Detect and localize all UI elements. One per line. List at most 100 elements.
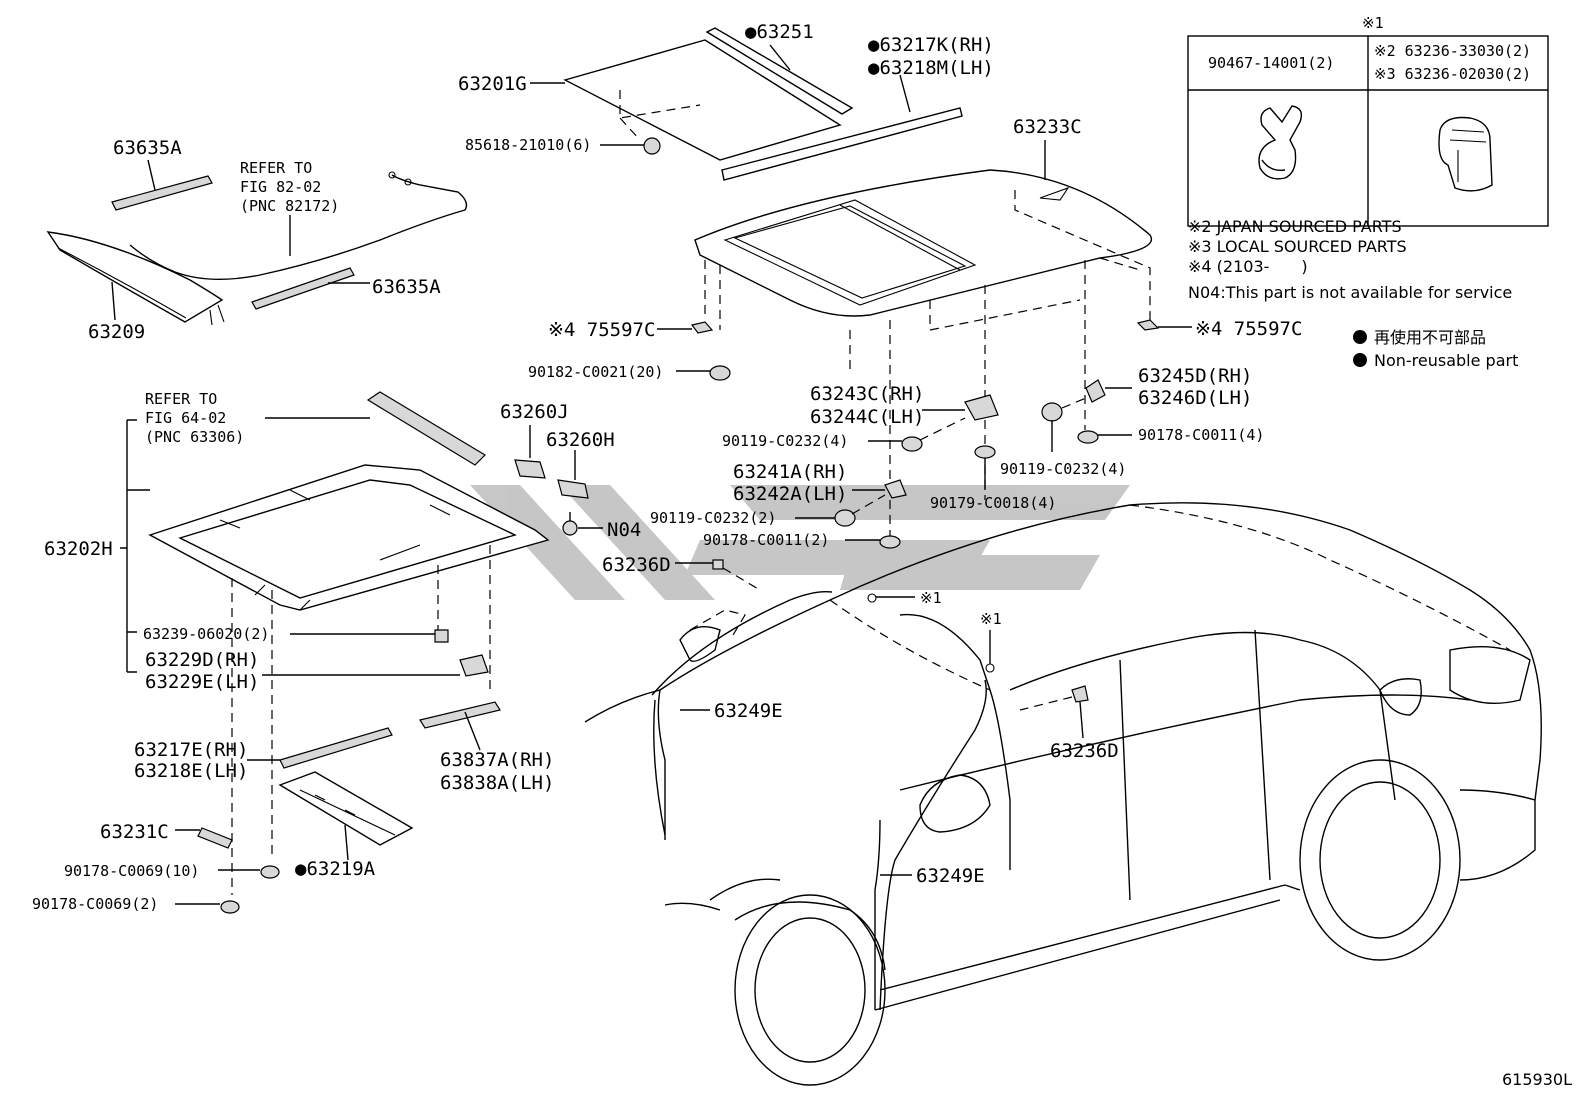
clip-90178-c0011-2 xyxy=(845,535,901,549)
deflector-63837a xyxy=(419,701,501,751)
bracket-63231c xyxy=(175,827,233,849)
figure-code: 615930L xyxy=(1502,1070,1572,1089)
label-63244c: 63244C(LH) xyxy=(810,406,924,428)
watermark xyxy=(470,485,1130,600)
legend-cell-right-1: ※2 63236-33030(2) xyxy=(1374,42,1531,60)
label-63233c: 63233C xyxy=(1013,116,1082,138)
label-63249e-2: 63249E xyxy=(916,865,985,887)
note-local-sourced: ※3 LOCAL SOURCED PARTS xyxy=(1188,237,1407,256)
label-90178-c0069-10: 90178-C0069(10) xyxy=(64,862,199,880)
label-75597c-left: ※4 75597C xyxy=(548,319,655,341)
label-63245d: 63245D(RH) xyxy=(1138,365,1252,387)
legend-cell-left: 90467-14001(2) xyxy=(1208,54,1334,72)
note-japan-sourced: ※2 JAPAN SOURCED PARTS xyxy=(1188,217,1402,236)
label-refer2-b: FIG 64-02 xyxy=(145,409,226,427)
label-n04: N04 xyxy=(607,519,641,541)
trim-63209 xyxy=(46,231,225,326)
clip-63239 xyxy=(290,629,449,643)
label-x1-2: ※1 xyxy=(980,610,1002,628)
label-75597c-right: ※4 75597C xyxy=(1195,318,1302,340)
clip-75597c-right xyxy=(1136,319,1192,331)
legend-header-mark: ※1 xyxy=(1362,14,1384,32)
glass-panel-63201g xyxy=(563,39,842,161)
key-dot-1 xyxy=(1353,330,1367,344)
legend-text: ※1 90467-14001(2) ※2 63236-33030(2) ※3 6… xyxy=(1208,14,1531,83)
cover-63219a xyxy=(278,771,414,861)
label-63635a-1: 63635A xyxy=(113,137,182,159)
label-63241a: 63241A(RH) xyxy=(733,461,847,483)
label-63260h: 63260H xyxy=(546,429,615,451)
clip-75597c-left xyxy=(657,321,714,334)
car-body-outline xyxy=(584,502,1542,1086)
clip-90182 xyxy=(676,365,731,381)
clip-90178-c0069-2 xyxy=(175,900,240,914)
clip-63236d-2 xyxy=(1019,685,1089,739)
label-63239: 63239-06020(2) xyxy=(143,625,269,643)
label-refer2-c: (PNC 63306) xyxy=(145,428,244,446)
bolt-n04 xyxy=(562,512,603,536)
label-90119-3: 90119-C0232(2) xyxy=(650,509,776,527)
label-63218m: ●63218M(LH) xyxy=(868,57,994,79)
weatherstrip-63217k xyxy=(721,107,963,181)
label-63231c: 63231C xyxy=(100,821,169,843)
clip-85618 xyxy=(600,137,661,155)
bracket-63245d xyxy=(1085,379,1132,403)
label-63236d-1: 63236D xyxy=(602,554,671,576)
label-63246d: 63246D(LH) xyxy=(1138,387,1252,409)
nut-90119-3 xyxy=(795,494,886,527)
clip-x1-1 xyxy=(867,593,915,603)
strip-63635a-2 xyxy=(251,267,370,310)
bracket-63260j xyxy=(514,425,546,479)
label-90178-c0011-4: 90178-C0011(4) xyxy=(1138,426,1264,444)
wire-harness-82172 xyxy=(129,171,468,281)
bracket-63229d xyxy=(262,654,489,677)
label-63202h: 63202H xyxy=(44,538,113,560)
key-non-reusable-en: Non-reusable part xyxy=(1374,351,1518,370)
bracket-63260h xyxy=(557,450,589,499)
clip-x1-2 xyxy=(985,630,995,673)
label-63229d: 63229D(RH) xyxy=(145,649,259,671)
frame-63202h xyxy=(148,464,550,895)
part-labels: ●63251 ●63217K(RH) ●63218M(LH) 63201G 85… xyxy=(32,21,1302,913)
bracket-63243c xyxy=(922,394,999,421)
label-63251: ●63251 xyxy=(745,21,814,43)
label-63837a: 63837A(RH) xyxy=(440,749,554,771)
note-n04: N04:This part is not available for servi… xyxy=(1188,283,1512,302)
label-63209: 63209 xyxy=(88,321,145,343)
key-dot-2 xyxy=(1353,353,1367,367)
clip-90179 xyxy=(974,445,996,490)
nut-90119-1 xyxy=(868,417,966,452)
label-refer2-a: REFER TO xyxy=(145,390,217,408)
label-90178-c0011-2: 90178-C0011(2) xyxy=(703,531,829,549)
label-63217k: ●63217K(RH) xyxy=(868,34,994,56)
label-90178-c0069-2: 90178-C0069(2) xyxy=(32,895,158,913)
clip-90178-c0011-4 xyxy=(1077,430,1132,444)
legend-table xyxy=(1187,35,1549,227)
label-63242a: 63242A(LH) xyxy=(733,483,847,505)
label-90182: 90182-C0021(20) xyxy=(528,363,663,381)
roof-panel-63233c xyxy=(694,140,1153,540)
key-non-reusable-jp: 再使用不可部品 xyxy=(1374,328,1486,347)
label-85618: 85618-21010(6) xyxy=(465,136,591,154)
label-63229e: 63229E(LH) xyxy=(145,671,259,693)
label-90179: 90179-C0018(4) xyxy=(930,494,1056,512)
notes: ※2 JAPAN SOURCED PARTS ※3 LOCAL SOURCED … xyxy=(1188,217,1518,370)
label-63838a: 63838A(LH) xyxy=(440,772,554,794)
label-x1-1: ※1 xyxy=(920,589,942,607)
label-90119-1: 90119-C0232(4) xyxy=(722,432,848,450)
label-63201g: 63201G xyxy=(458,73,527,95)
label-refer1-b: FIG 82-02 xyxy=(240,178,321,196)
weatherstrip-63217e xyxy=(247,727,393,769)
label-63219a: ●63219A xyxy=(295,858,376,880)
strip-63635a-1 xyxy=(111,159,213,211)
clip-90178-c0069-10 xyxy=(218,865,280,879)
sunshade-63306 xyxy=(265,391,486,466)
label-63236d-2: 63236D xyxy=(1050,740,1119,762)
bracket-63241a xyxy=(852,479,907,499)
label-90119-2: 90119-C0232(4) xyxy=(1000,460,1126,478)
nut-90119-2 xyxy=(1041,397,1087,452)
label-refer1-a: REFER TO xyxy=(240,159,312,177)
clip-63236d-1 xyxy=(675,559,761,591)
